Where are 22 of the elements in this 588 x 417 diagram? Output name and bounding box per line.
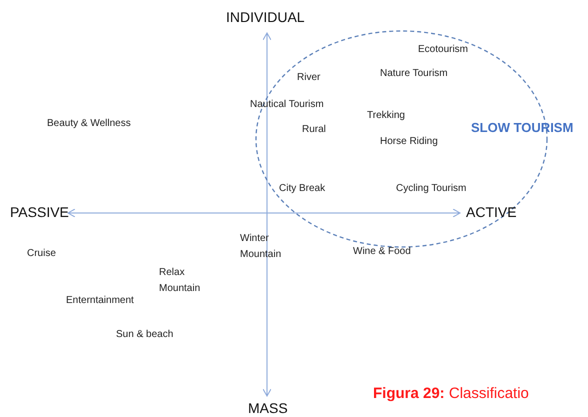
category-label: Sun & beach — [116, 330, 174, 340]
axis-label: ACTIVE — [466, 205, 517, 219]
category-label: Wine & Food — [353, 247, 411, 257]
category-label: Trekking — [367, 111, 405, 121]
category-label: Ecotourism — [418, 45, 468, 55]
category-label: Nature Tourism — [380, 69, 448, 79]
category-label: Winter Mountain — [240, 232, 282, 262]
category-label: Cycling Tourism — [396, 184, 466, 194]
axis-label: MASS — [248, 401, 288, 415]
category-label: Enterntainment — [66, 296, 134, 306]
category-label: Relax Mountain — [159, 266, 202, 296]
category-label: Rural — [302, 125, 326, 135]
category-label: River — [297, 73, 320, 83]
axis-label: PASSIVE — [10, 205, 69, 219]
group-title: SLOW TOURISM — [471, 121, 574, 134]
category-label: Nautical Tourism — [250, 100, 324, 110]
figure-caption: Figura 29: Classificatio — [373, 386, 529, 401]
category-label: Cruise — [27, 249, 56, 259]
category-label: City Break — [279, 184, 326, 194]
category-label: Horse Riding — [380, 137, 438, 147]
axis-label: INDIVIDUAL — [226, 10, 305, 24]
category-label: Beauty & Wellness — [47, 119, 131, 129]
